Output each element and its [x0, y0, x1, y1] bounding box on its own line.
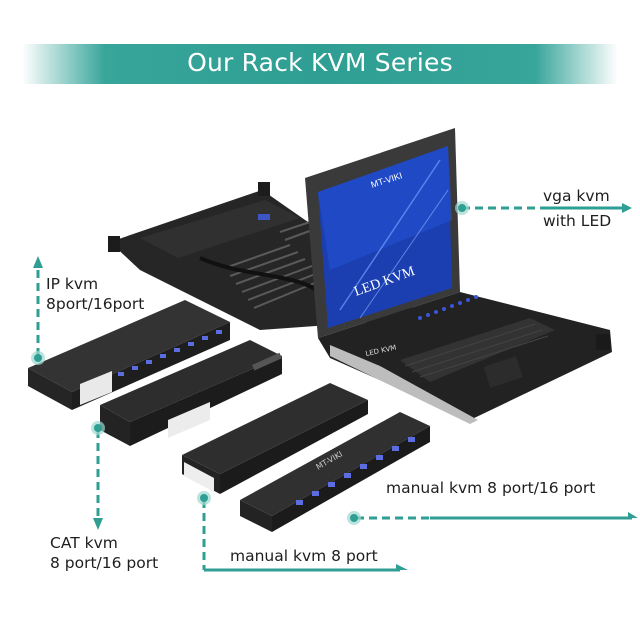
manual-kvm-8-device	[182, 383, 368, 494]
vga-kvm-label-line2: with LED	[543, 212, 612, 230]
manual-kvm-8-label: manual kvm 8 port	[230, 547, 378, 565]
manual-kvm-8-16-label: manual kvm 8 port/16 port	[386, 479, 596, 497]
leader-lines	[36, 206, 632, 572]
lcd-kvm-console: MT-VIKI LED KVM LED KVM	[305, 128, 612, 424]
arrow-heads	[33, 203, 638, 570]
title-banner: Our Rack KVM Series	[22, 44, 618, 84]
anchor-dots	[31, 201, 469, 525]
ip-kvm-device	[28, 300, 230, 410]
ip-kvm-label-line2: 8port/16port	[46, 295, 145, 313]
vga-kvm-label-line1: vga kvm	[543, 187, 610, 205]
manual-kvm-8-16-device: MT-VIKI	[240, 412, 430, 532]
cat-kvm-label-line2: 8 port/16 port	[50, 554, 159, 572]
cat-kvm-device	[100, 340, 282, 446]
page-title: Our Rack KVM Series	[187, 48, 453, 77]
cat-kvm-label-line1: CAT kvm	[50, 534, 118, 552]
ip-kvm-label-line1: IP kvm	[46, 275, 99, 293]
